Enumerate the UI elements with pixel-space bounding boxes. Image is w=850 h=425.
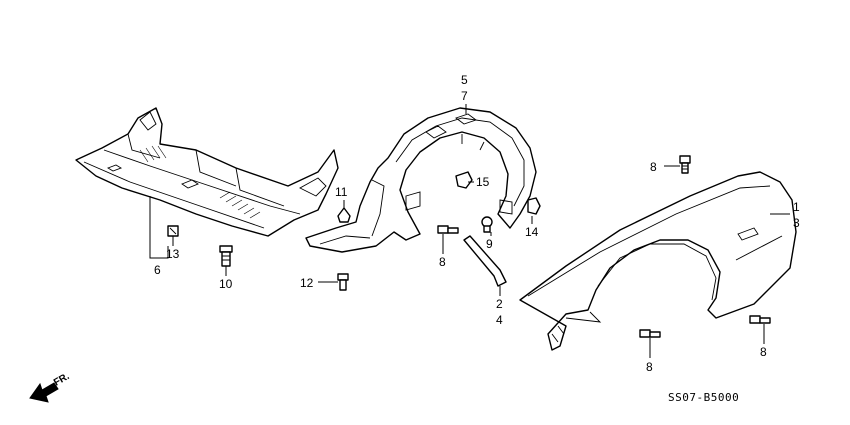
front-direction-label: FR. bbox=[52, 371, 72, 389]
bolt-8-top-icon bbox=[679, 155, 691, 174]
callout-15: 15 bbox=[476, 175, 490, 189]
callout-13: 13 bbox=[166, 247, 180, 261]
bolt-10-icon bbox=[219, 245, 233, 267]
callout-5: 5 bbox=[461, 73, 468, 87]
callout-10: 10 bbox=[219, 277, 233, 291]
bolt-8-bottom-right-icon bbox=[749, 315, 771, 324]
callout-8-bottom-center: 8 bbox=[646, 360, 653, 374]
screw-9-icon bbox=[481, 216, 493, 233]
callout-7: 7 bbox=[461, 89, 468, 103]
under-cover-part bbox=[75, 107, 339, 237]
callout-9: 9 bbox=[486, 237, 493, 251]
bolt-8-bottom-center-icon bbox=[639, 329, 661, 338]
callout-8-top: 8 bbox=[650, 160, 657, 174]
clip-13-icon bbox=[167, 225, 179, 237]
bolt-12-icon bbox=[337, 273, 349, 291]
callout-12: 12 bbox=[300, 276, 314, 290]
callout-8-bottom-right: 8 bbox=[760, 345, 767, 359]
callout-8-mid: 8 bbox=[439, 255, 446, 269]
bracket-2-4-part bbox=[463, 235, 507, 287]
clip-11-icon bbox=[337, 207, 351, 223]
callout-4: 4 bbox=[496, 313, 503, 327]
bolt-8-mid-icon bbox=[437, 225, 459, 234]
callout-11: 11 bbox=[335, 185, 348, 199]
callout-3: 3 bbox=[793, 216, 800, 230]
clip-14-icon bbox=[527, 197, 541, 215]
callout-6: 6 bbox=[154, 263, 161, 277]
inner-fender-part bbox=[305, 107, 537, 253]
callout-1: 1 bbox=[793, 200, 800, 214]
callout-2: 2 bbox=[496, 297, 503, 311]
front-direction-arrow-icon bbox=[29, 382, 59, 403]
clip-15-icon bbox=[455, 171, 473, 189]
front-fender-part bbox=[519, 171, 797, 351]
callout-14: 14 bbox=[525, 225, 539, 239]
leader-lines bbox=[149, 104, 790, 358]
diagram-code: SS07-B5000 bbox=[668, 391, 739, 404]
